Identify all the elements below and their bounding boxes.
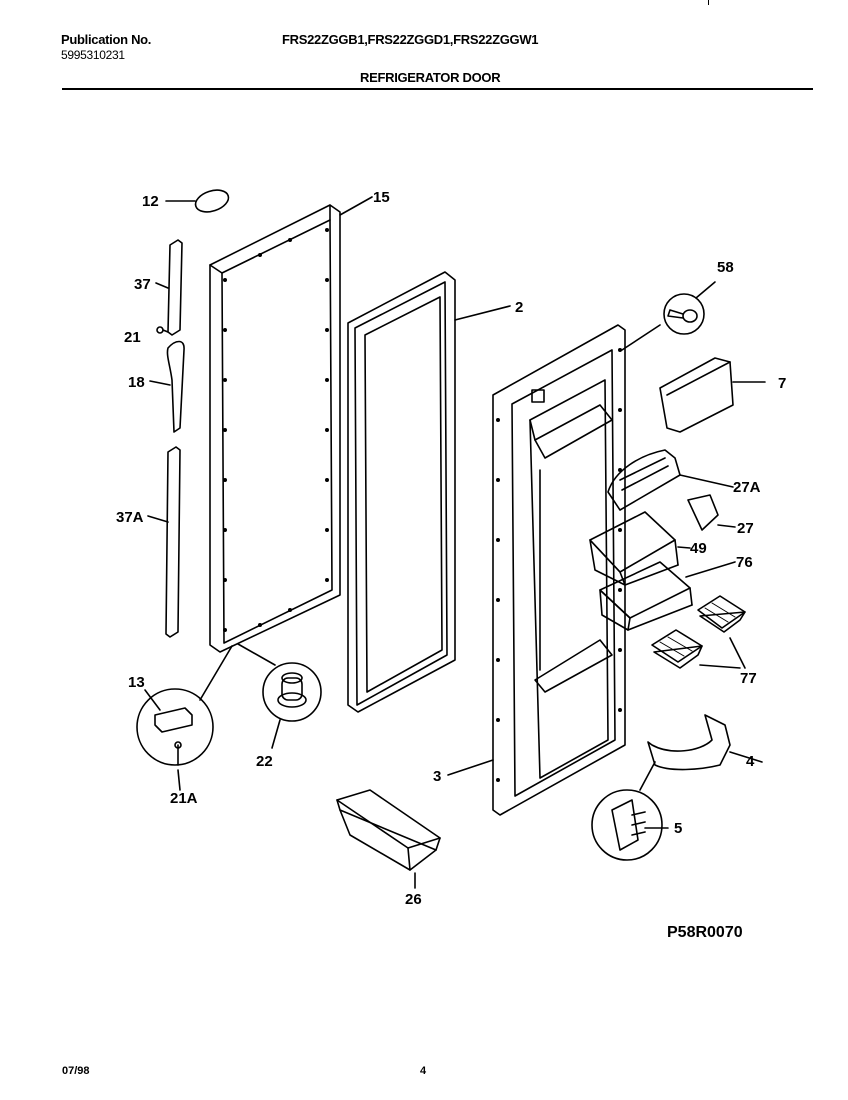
part-12-oval-badge: [165, 189, 230, 213]
part-18-handle: [149, 340, 185, 433]
footer-page-number: 4: [420, 1065, 427, 1077]
part-15-door-frame: [209, 196, 373, 653]
label-58: 58: [717, 259, 734, 276]
part-77-filter-pads: [651, 595, 746, 669]
publication-label: Publication No.: [61, 32, 152, 47]
drawing-code: P58R0070: [667, 924, 743, 941]
label-76: 76: [736, 554, 753, 571]
label-21: 21: [124, 329, 141, 346]
label-13: 13: [128, 674, 145, 691]
label-77: 77: [740, 670, 757, 687]
part-27-hinge-cap: [687, 494, 736, 531]
part-22-bushing-detail: [237, 643, 322, 749]
header-rule: [62, 88, 813, 90]
label-26: 26: [405, 891, 422, 908]
part-21-screw: [156, 326, 169, 334]
part-37-upper-trim: [155, 239, 183, 336]
publication-number: 5995310231: [61, 48, 125, 62]
part-2-door-gasket: [347, 271, 511, 713]
label-21A: 21A: [170, 790, 198, 807]
label-37A: 37A: [116, 509, 144, 526]
part-5-bracket-detail: [591, 761, 669, 861]
part-27A-dairy-door: [607, 449, 734, 511]
label-27A: 27A: [733, 479, 761, 496]
label-3: 3: [433, 768, 441, 785]
part-49-shelf-bin: [589, 511, 691, 586]
part-76-lower-bin: [599, 561, 736, 631]
part-7-cover: [659, 357, 766, 433]
label-4: 4: [746, 753, 755, 770]
top-tick-mark: [708, 0, 709, 5]
part-13-hinge-detail: [136, 645, 233, 791]
footer-date: 07/98: [62, 1065, 90, 1077]
part-labels: 12 15 37 21 18 37A 13 21A 22 2 58 7 27A …: [116, 189, 786, 908]
part-58-screw: [663, 281, 716, 335]
label-18: 18: [128, 374, 145, 391]
model-numbers: FRS22ZGGB1,FRS22ZGGD1,FRS22ZGGW1: [282, 32, 539, 47]
label-7: 7: [778, 375, 786, 392]
part-37A-lower-trim: [147, 446, 181, 638]
section-title: REFRIGERATOR DOOR: [360, 70, 501, 85]
label-12: 12: [142, 193, 159, 210]
part-26-bin: [336, 789, 441, 889]
label-37: 37: [134, 276, 151, 293]
label-2: 2: [515, 299, 523, 316]
label-49: 49: [690, 540, 707, 557]
part-3-door-liner: [447, 324, 661, 816]
label-5: 5: [674, 820, 682, 837]
label-22: 22: [256, 753, 273, 770]
label-27: 27: [737, 520, 754, 537]
part-4-bin-rail: [647, 714, 763, 771]
label-15: 15: [373, 189, 390, 206]
